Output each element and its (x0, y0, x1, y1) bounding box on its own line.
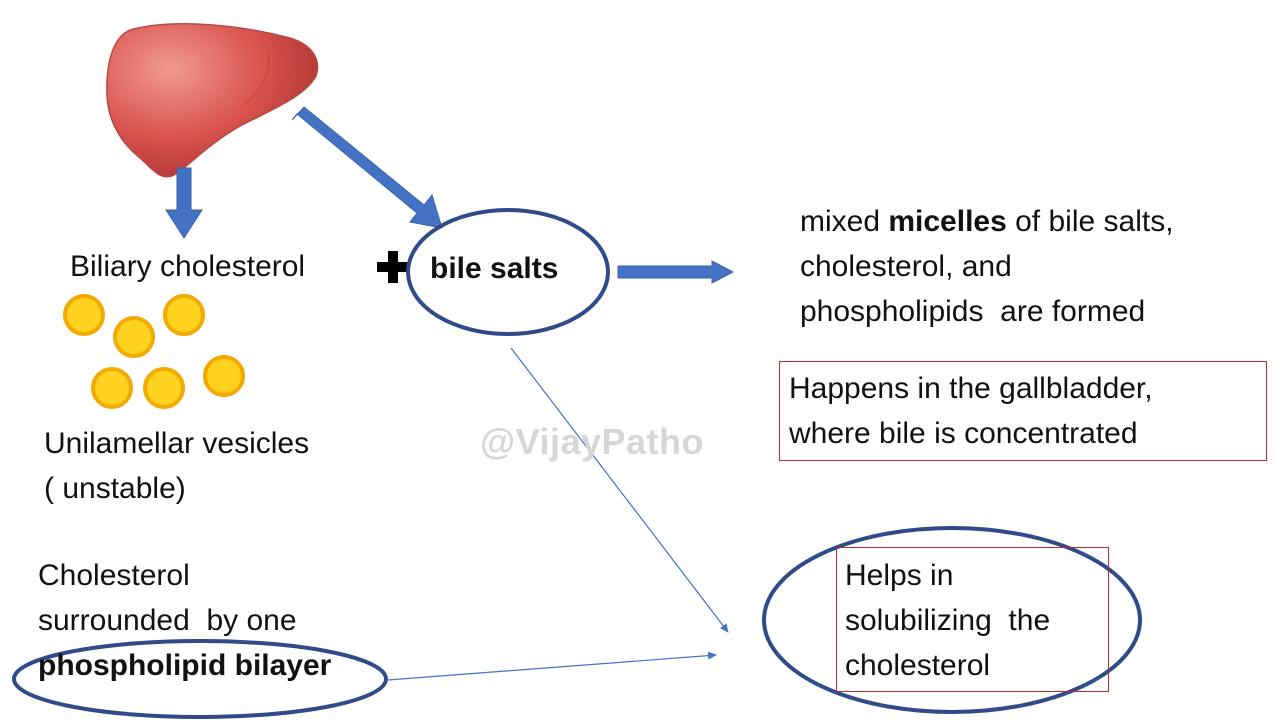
surrounded-text: Cholesterol surrounded by one phospholip… (38, 553, 331, 688)
unilamellar-text: Unilamellar vesicles ( unstable) (44, 421, 309, 511)
unilamellar-line-1: Unilamellar vesicles (44, 427, 310, 460)
plus-icon (377, 251, 409, 283)
bilayer-ellipse (12, 639, 388, 719)
bile-salts-ellipse (406, 208, 610, 336)
arrow-bile-salts-to-micelles (617, 260, 735, 284)
vesicle-icon (63, 294, 245, 409)
surrounded-line-1: Cholesterol (38, 559, 190, 592)
helps-line-3: cholesterol (845, 649, 991, 682)
micelles-line-1: mixed micelles of bile salts, (800, 205, 1174, 238)
gallbladder-box (779, 361, 1267, 461)
helps-line-2: solubilizing the (845, 604, 1051, 637)
helps-line-1: Helps in (845, 559, 954, 592)
helps-box (836, 547, 1109, 692)
micelles-line-3: phospholipids are formed (800, 295, 1146, 328)
watermark: @VijayPatho (480, 421, 705, 462)
gallbladder-line-1: Happens in the gallbladder, (789, 372, 1153, 405)
unilamellar-line-2: ( unstable) (44, 472, 186, 505)
arrow-liver-to-bile-salts (291, 106, 443, 229)
bilayer-label: phospholipid bilayer (38, 649, 332, 682)
arrow-bile-salts-to-helps (510, 347, 729, 633)
arrow-bilayer-to-helps (387, 651, 717, 681)
micelles-text: mixed micelles of bile salts, cholestero… (800, 199, 1174, 334)
liver-icon (106, 23, 319, 178)
gallbladder-line-2: where bile is concentrated (789, 417, 1138, 450)
helps-ellipse (762, 526, 1142, 714)
bile-salts-label: bile salts (430, 252, 559, 285)
biliary-cholesterol-label: Biliary cholesterol (70, 250, 306, 283)
micelles-bold: micelles (888, 205, 1007, 238)
gallbladder-text: Happens in the gallbladder, where bile i… (789, 366, 1153, 456)
micelles-line-2: cholesterol, and (800, 250, 1012, 283)
surrounded-line-2: surrounded by one (38, 604, 297, 637)
arrow-liver-to-cholesterol (165, 167, 203, 239)
helps-text: Helps in solubilizing the cholesterol (845, 553, 1050, 688)
